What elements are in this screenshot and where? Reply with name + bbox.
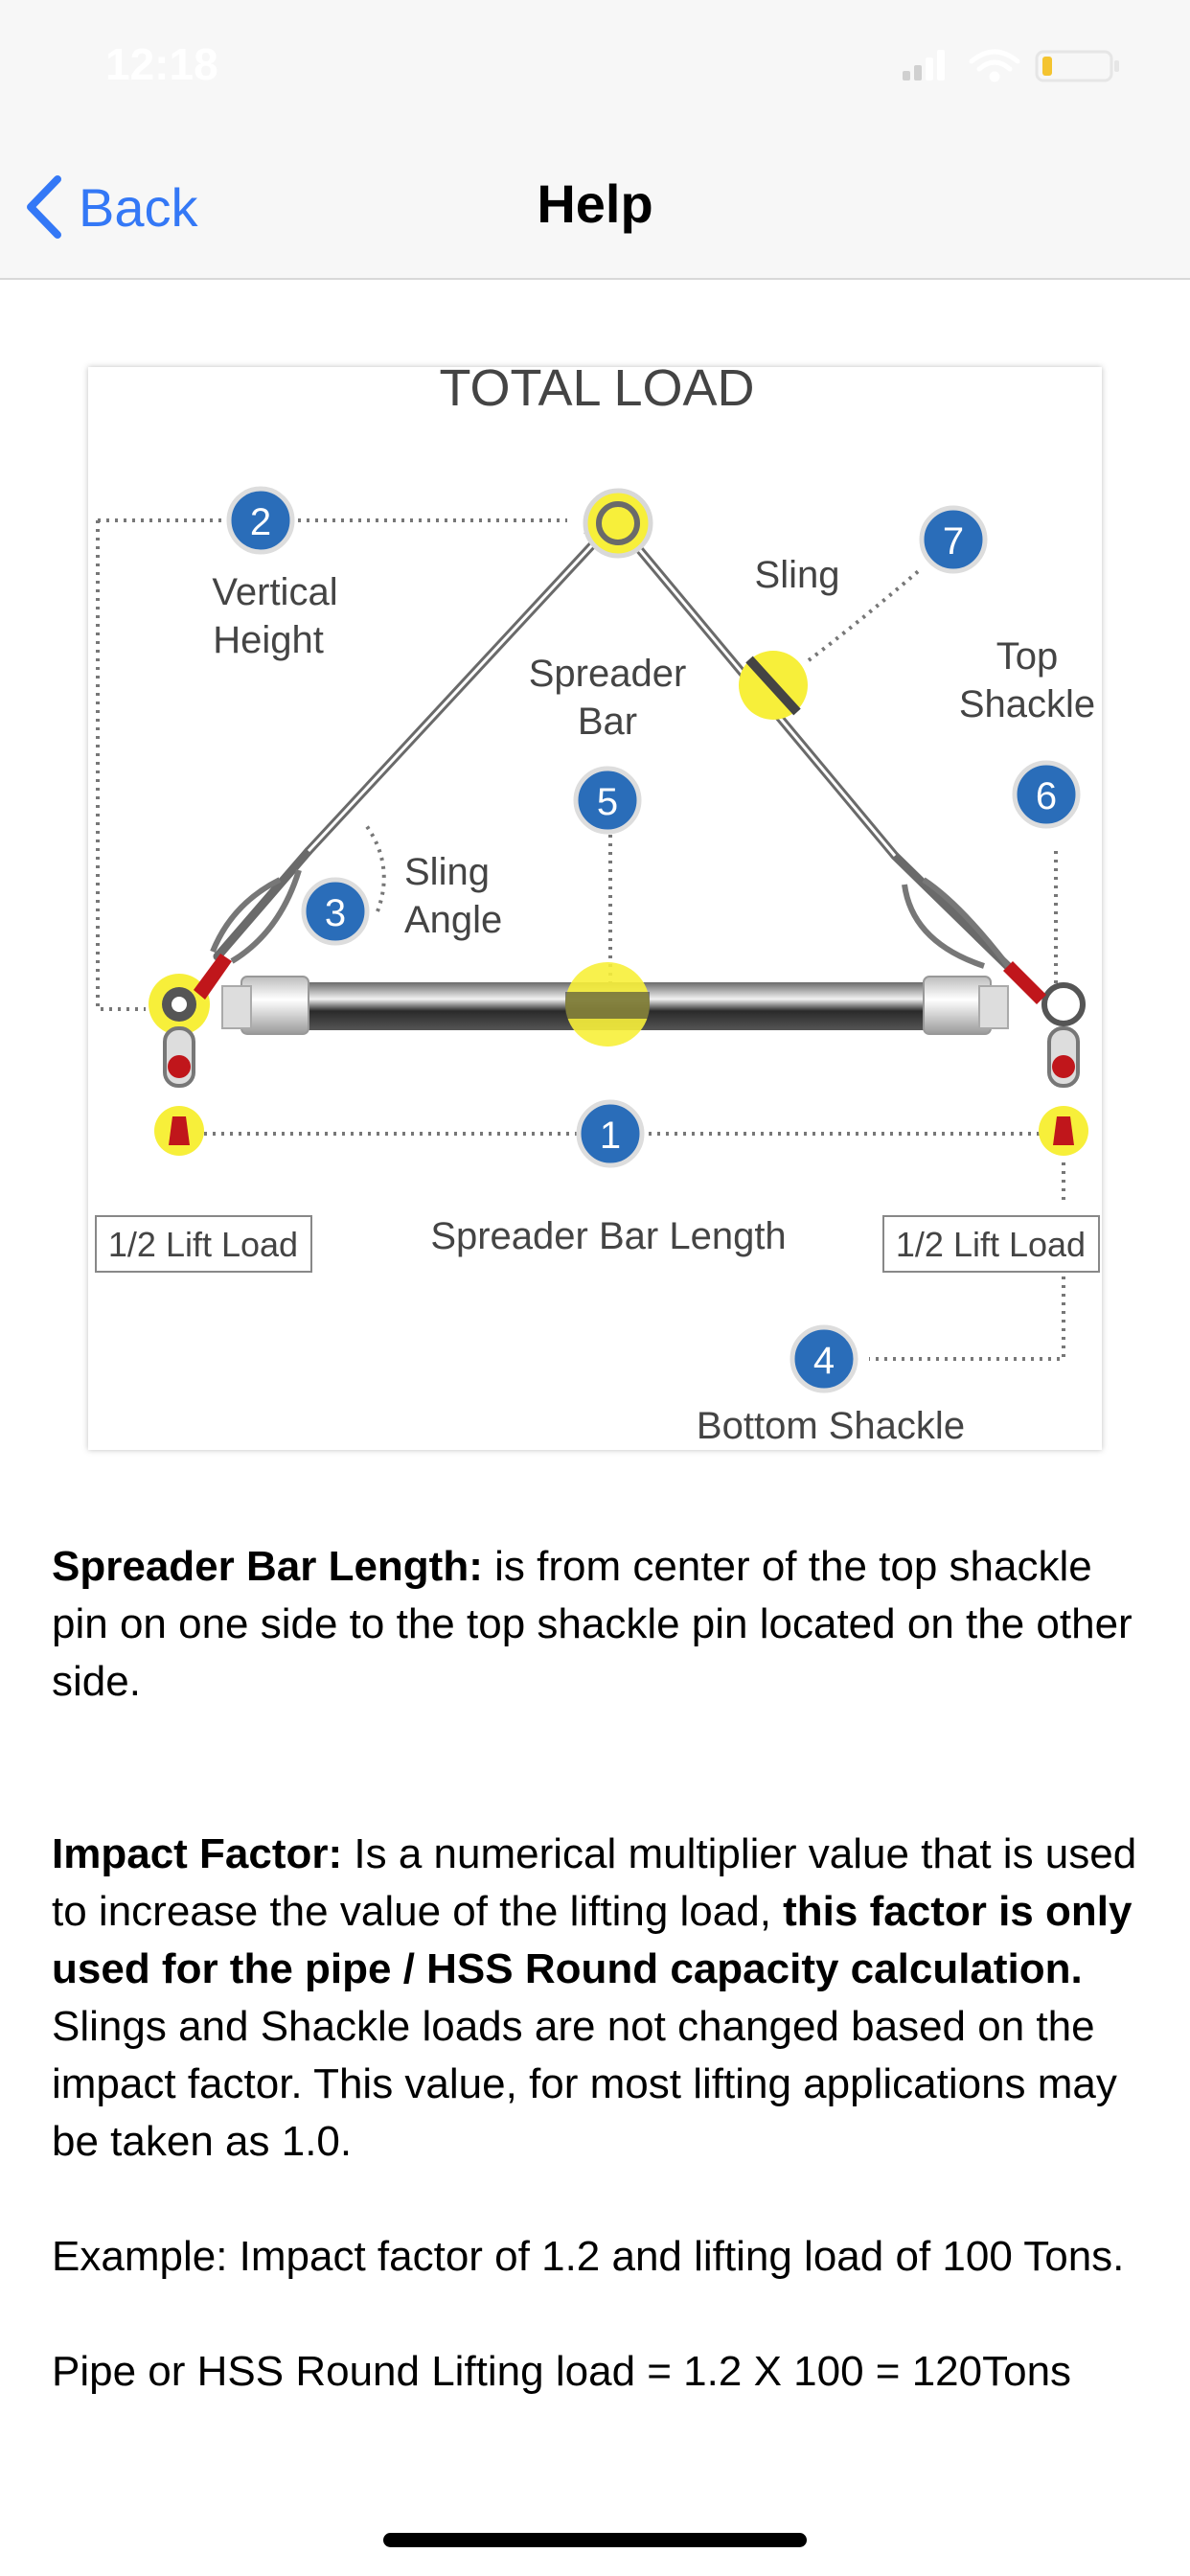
help-example: Example: Impact factor of 1.2 and liftin… — [52, 2233, 1125, 2280]
label-top-shackle-1: Top — [996, 635, 1059, 678]
signal-icon — [903, 50, 945, 80]
marker-2-label: 2 — [250, 501, 271, 543]
help-spreader-bar-length: Spreader Bar Length: is from center of t… — [52, 1538, 1144, 1711]
label-sling-angle-1: Sling — [404, 851, 490, 893]
status-time: 12:18 — [105, 39, 218, 89]
label-sling-angle-2: Angle — [404, 899, 502, 941]
marker-4-label: 4 — [813, 1340, 835, 1382]
marker-7-label: 7 — [943, 520, 964, 563]
label-vertical-height-2: Height — [213, 619, 324, 661]
marker-1: 1 — [576, 1099, 645, 1168]
dimension-lines — [96, 518, 1065, 1361]
label-spreader-bar-length: Spreader Bar Length — [430, 1215, 786, 1257]
spreader-bar — [221, 962, 1009, 1046]
help-impact-factor: Impact Factor: Is a numerical multiplier… — [52, 1826, 1144, 2171]
marker-4: 4 — [790, 1324, 858, 1393]
label-sling: Sling — [755, 554, 840, 596]
right-top-shackle — [1003, 961, 1086, 1026]
label-bottom-shackle: Bottom Shackle — [697, 1405, 965, 1447]
marker-1-label: 1 — [600, 1115, 621, 1157]
label-half-lift-right: 1/2 Lift Load — [896, 1225, 1086, 1264]
impact-factor-note: this factor is only used for the pipe / … — [52, 1888, 1133, 1992]
battery-icon — [1035, 50, 1119, 82]
label-spreader-bar-2: Bar — [578, 701, 637, 743]
right-lift-load-box: 1/2 Lift Load — [882, 1215, 1100, 1273]
term-impact-factor: Impact Factor: — [52, 1830, 343, 1877]
page-title: Help — [537, 173, 653, 234]
marker-6: 6 — [1012, 760, 1081, 829]
definition-impact-factor-1: Is a numerical multiplier value that is … — [52, 1830, 1137, 1935]
spreader-bar-diagram: TOTAL LOAD — [88, 367, 1102, 1450]
marker-3-label: 3 — [325, 892, 346, 934]
label-top-shackle-2: Shackle — [959, 683, 1095, 725]
term-spreader-bar-length: Spreader Bar Length: — [52, 1543, 483, 1590]
help-content: Spreader Bar Length: is from center of t… — [52, 1538, 1144, 2401]
diagram-svg: TOTAL LOAD — [95, 367, 1100, 1447]
home-indicator[interactable] — [383, 2533, 807, 2547]
label-vertical-height-1: Vertical — [212, 571, 337, 613]
wifi-icon — [969, 49, 1020, 82]
right-bottom-shackle — [1039, 1026, 1088, 1156]
chevron-left-icon — [27, 175, 61, 239]
left-bottom-shackle — [154, 1026, 204, 1156]
back-label: Back — [79, 176, 198, 238]
marker-7: 7 — [919, 505, 988, 574]
marker-3: 3 — [301, 877, 370, 946]
top-ring — [583, 488, 653, 559]
status-bar: 12:18 — [0, 0, 1190, 134]
status-icons — [903, 49, 1119, 82]
label-half-lift-left: 1/2 Lift Load — [108, 1225, 298, 1264]
navigation-bar: Back Help — [0, 134, 1190, 280]
definition-spreader-bar-length: is from center of the top shackle pin on… — [52, 1543, 1133, 1705]
left-top-shackle — [149, 954, 232, 1035]
marker-5: 5 — [573, 766, 642, 835]
marker-2: 2 — [226, 486, 295, 555]
help-formula: Pipe or HSS Round Lifting load = 1.2 X 1… — [52, 2348, 1072, 2395]
back-button[interactable]: Back — [23, 171, 198, 243]
label-spreader-bar-1: Spreader — [529, 653, 687, 695]
left-lift-load-box: 1/2 Lift Load — [95, 1215, 312, 1273]
definition-impact-factor-2: Slings and Shackle loads are not changed… — [52, 2003, 1117, 2165]
diagram-title: TOTAL LOAD — [439, 367, 754, 417]
marker-5-label: 5 — [597, 781, 618, 823]
marker-6-label: 6 — [1036, 775, 1057, 817]
